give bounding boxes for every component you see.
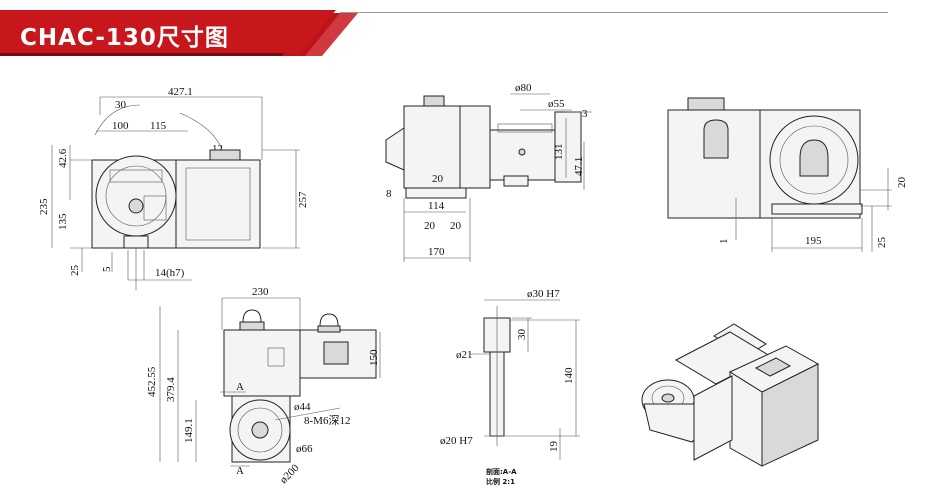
dim-30: 30	[516, 329, 528, 341]
dim-3: 3	[582, 108, 588, 120]
dim-20-a: 20	[424, 220, 436, 232]
dim-25-rear: 25	[876, 237, 888, 249]
dim-47-1: 47.1	[573, 157, 585, 176]
page-title: CHAC-130尺寸图	[20, 25, 229, 51]
dim-dia-55: ø55	[548, 98, 565, 110]
dim-131: 131	[553, 144, 565, 161]
dim-dia-30-h7: ø30 H7	[527, 288, 560, 300]
rear-view: 20 1 195 25	[667, 97, 908, 252]
dim-230: 230	[252, 286, 269, 298]
dim-key-14h7: 14(h7)	[155, 267, 185, 279]
dim-140: 140	[563, 367, 575, 384]
dim-dia-200: ø200	[278, 462, 302, 486]
scale-caption: 比例 2:1	[486, 477, 515, 486]
dim-dia-80: ø80	[515, 82, 532, 94]
dim-19: 19	[548, 441, 560, 453]
section-caption: 剖面:A-A	[486, 467, 517, 476]
dim-dia-20-h7: ø20 H7	[440, 435, 473, 447]
isometric-view	[641, 323, 820, 467]
dim-42-6: 42.6	[57, 148, 69, 168]
header-banner	[0, 10, 358, 56]
dim-25: 25	[69, 265, 81, 277]
dim-235: 235	[38, 198, 50, 215]
section-view: ø30 H7 30 ø21 140 ø20 H7 19 剖面:A-A 比例 2:…	[440, 288, 580, 486]
dim-427-1: 427.1	[168, 86, 193, 98]
dim-170: 170	[428, 246, 445, 258]
dim-115: 115	[150, 120, 167, 132]
dim-5: 5	[101, 266, 113, 272]
dim-149-1: 149.1	[183, 418, 195, 443]
dim-195: 195	[805, 235, 822, 247]
header-rule	[340, 12, 888, 13]
dim-20-b: 20	[450, 220, 462, 232]
dim-150: 150	[368, 349, 380, 366]
dim-452-55: 452.55	[146, 366, 158, 397]
dim-dia-66: ø66	[296, 443, 313, 455]
section-mark-a-top: A	[236, 381, 244, 393]
dim-angle-30: 30	[115, 99, 127, 111]
section-mark-a-bottom: A	[236, 465, 244, 477]
side-view: ø80 ø55 3 131 47.1 20 8 114 20 20 170	[385, 82, 592, 262]
dim-135: 135	[57, 213, 69, 230]
front-view: 427.1 30 100 115 12 42.6 235 135 257 25	[38, 86, 309, 290]
dim-angle-12: 12	[212, 143, 223, 155]
dim-20-rear: 20	[896, 177, 908, 189]
dim-8-m6: 8-M6深12	[304, 414, 350, 427]
dim-dia-21: ø21	[456, 349, 473, 361]
dim-100: 100	[112, 120, 129, 132]
dim-1-rear: 1	[718, 239, 730, 245]
top-view: 230 A A 452.55 379.4 149.1 150 ø44 8-M6深…	[146, 286, 381, 486]
dim-114: 114	[428, 200, 445, 212]
dim-8: 8	[386, 188, 392, 200]
dim-257: 257	[297, 191, 309, 208]
dim-dia-44: ø44	[294, 401, 311, 413]
dim-379-4: 379.4	[165, 377, 177, 402]
dim-20-top: 20	[432, 173, 444, 185]
